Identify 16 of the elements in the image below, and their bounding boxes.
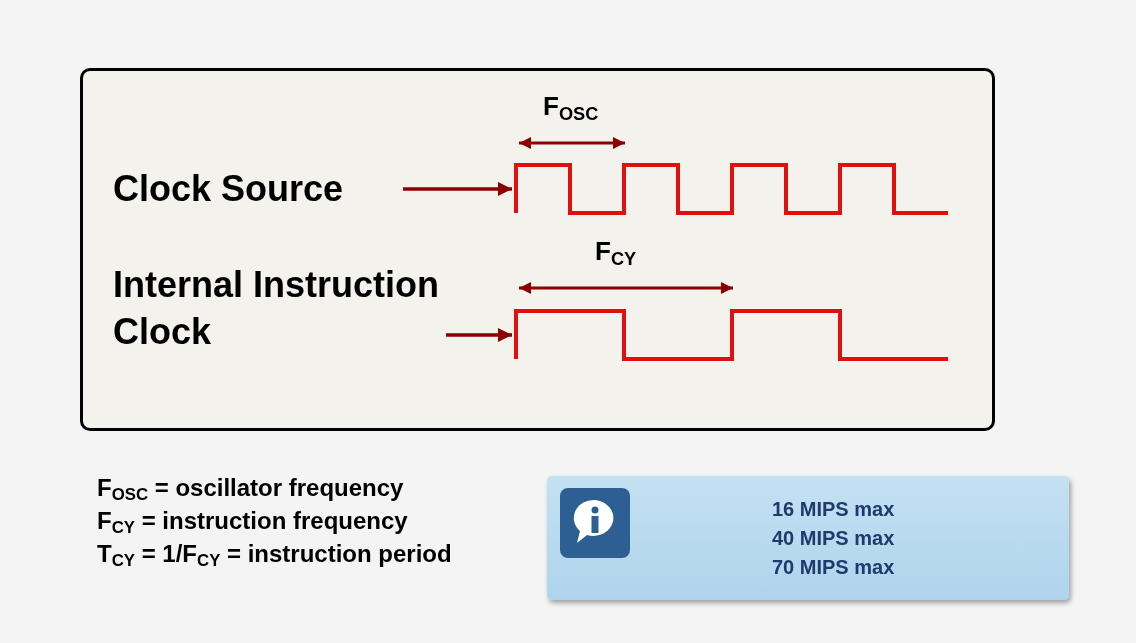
spec-text: 40 MIPS max <box>772 527 895 550</box>
frequency-label: F$_{CY}$ <box>595 236 637 270</box>
definition-text: F$_{OSC}$ = oscillator frequency <box>97 474 404 506</box>
clock-waveform-drawing <box>516 163 948 215</box>
arrow <box>403 182 512 196</box>
definition-text: F$_{CY}$ = instruction frequency <box>97 507 408 539</box>
spec-text: 16 MIPS max <box>772 498 895 521</box>
clock-waveform-drawing <box>516 309 948 361</box>
diagram-panel <box>80 68 995 431</box>
arrow <box>446 328 512 342</box>
spec-text: 70 MIPS max <box>772 556 895 579</box>
signal-label: Internal Instruction Clock <box>113 261 446 355</box>
definition-text: T$_{CY}$ = 1/F$_{CY}$ = instruction period <box>97 540 452 572</box>
frequency-label: F$_{OSC}$ <box>543 91 599 125</box>
info-panel <box>547 476 1069 600</box>
signal-label: Clock Source <box>113 165 403 212</box>
